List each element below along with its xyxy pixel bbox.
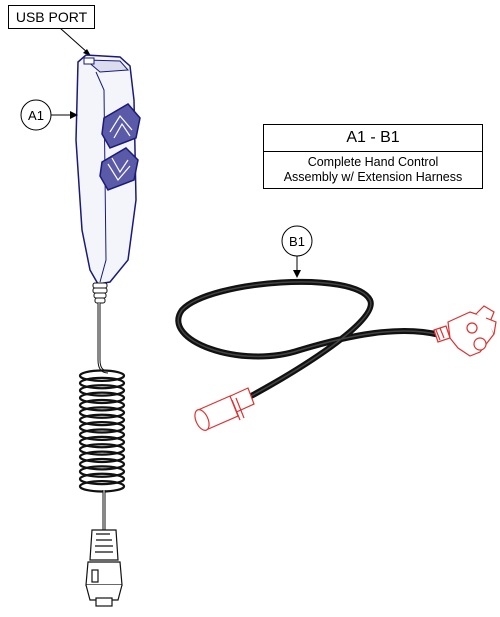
up-button	[101, 103, 141, 149]
coil-loop	[78, 421, 126, 434]
legend-line-1: Complete Hand Control	[307, 155, 439, 169]
extension-harness	[175, 278, 443, 405]
usb-port-label: USB PORT	[8, 5, 95, 29]
coil-loop	[78, 376, 126, 390]
callout-a1-label: A1	[28, 108, 44, 123]
callout-b1-label: B1	[289, 234, 305, 249]
legend-box: A1 - B1 Complete Hand Control Assembly w…	[263, 124, 483, 189]
coil-loop	[78, 443, 126, 456]
harness-male-connector	[433, 305, 497, 357]
usb-port-slot	[83, 57, 95, 65]
harness-female-connector	[194, 387, 255, 431]
coil-loop	[78, 435, 126, 449]
coil-loop	[78, 398, 126, 412]
hand-control-connector	[85, 529, 123, 607]
usb-port-arrowhead	[83, 49, 91, 56]
coil-loop	[78, 457, 126, 471]
hand-control-cable	[97, 303, 109, 374]
callout-b1-arrowhead	[293, 270, 301, 278]
coil-loop	[78, 413, 126, 427]
hand-control	[75, 54, 141, 285]
coil-loop	[78, 450, 126, 464]
coil-loop	[78, 406, 126, 419]
usb-port-leader	[59, 27, 89, 54]
coil-loop	[78, 480, 126, 493]
coil-loop	[78, 384, 126, 397]
coil-loop	[78, 465, 126, 478]
legend-line-2: Assembly w/ Extension Harness	[283, 170, 463, 184]
coil-loop	[78, 428, 126, 441]
coil-loop	[78, 369, 126, 382]
strain-relief	[92, 282, 108, 304]
coiled-cord	[78, 369, 126, 493]
down-button	[99, 147, 139, 191]
callout-a1-arrowhead	[70, 111, 78, 119]
legend-title: A1 - B1	[264, 125, 482, 152]
coil-loop	[78, 391, 126, 405]
coil-loop	[78, 472, 126, 486]
legend-description: Complete Hand Control Assembly w/ Extens…	[264, 152, 482, 188]
